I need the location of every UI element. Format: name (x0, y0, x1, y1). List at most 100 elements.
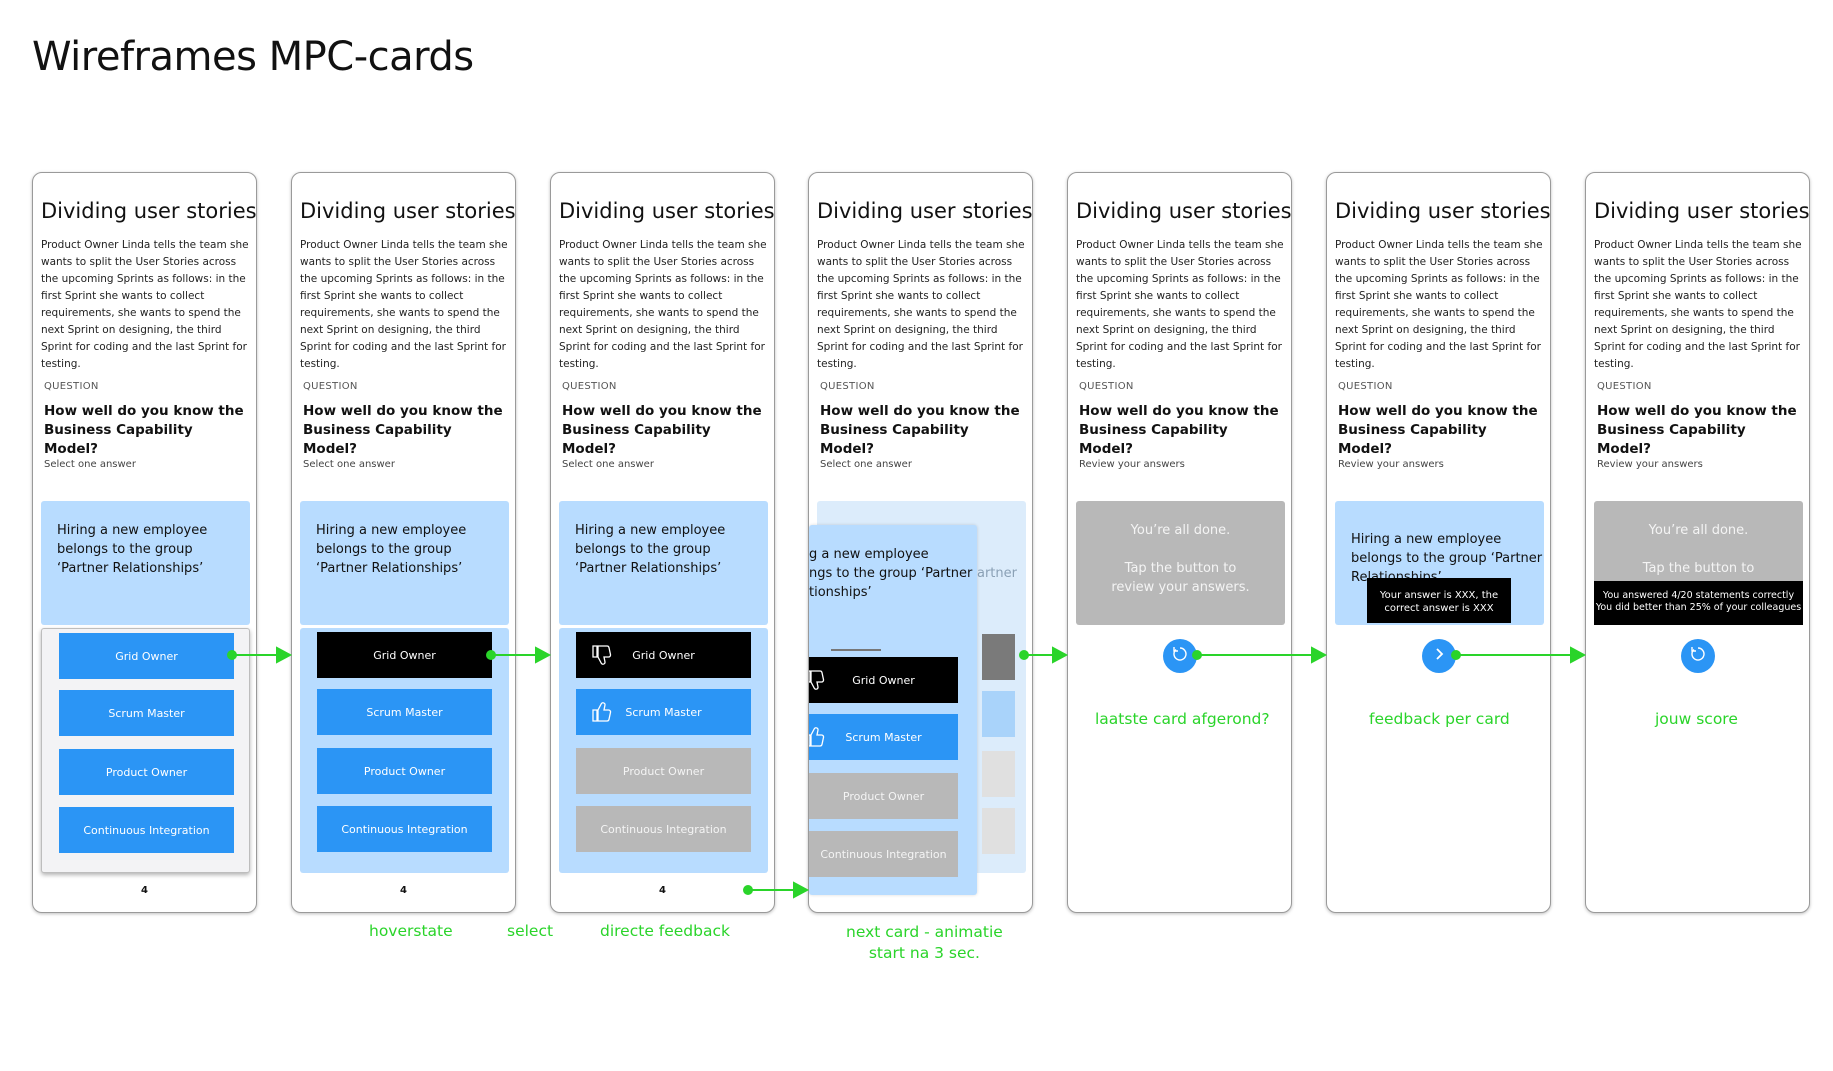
card-all-done: Dividing user stories Product Owner Lind… (1067, 172, 1292, 913)
option-scrum-master-correct[interactable]: Scrum Master (809, 714, 958, 760)
instruction: Review your answers (1079, 459, 1185, 470)
statement-line: Hiring a new employee (1351, 532, 1502, 547)
divider (831, 649, 881, 651)
question-text: How well do you know the Business Capabi… (303, 403, 503, 457)
statement-line: g a new employee (809, 547, 929, 562)
question-text: How well do you know the Business Capabi… (1079, 403, 1279, 457)
option-continuous-integration[interactable]: Continuous Integration (809, 831, 958, 877)
arrow-feedback (1192, 646, 1328, 664)
card-title: Dividing user stories (41, 199, 257, 223)
option-product-owner[interactable]: Product Owner (317, 748, 492, 794)
option-ghost (982, 691, 1015, 737)
statement-box: Hiring a new employee belongs to the gro… (300, 501, 509, 625)
statement-line: ngs to the group ‘Partner (809, 566, 973, 581)
card-story: Product Owner Linda tells the team she w… (1076, 239, 1284, 370)
option-scrum-master-correct[interactable]: Scrum Master (576, 689, 751, 735)
card-next-animation: Dividing user stories Product Owner Lind… (808, 172, 1033, 913)
review-button[interactable] (1163, 639, 1197, 673)
option-continuous-integration[interactable]: Continuous Integration (576, 806, 751, 852)
done-line: Tap the button to (1642, 561, 1755, 576)
page-number: 4 (400, 885, 407, 896)
card-story: Product Owner Linda tells the team she w… (300, 239, 508, 370)
done-line: Tap the button to (1124, 561, 1237, 576)
arrow-last-card (1019, 646, 1069, 664)
question-text: How well do you know the Business Capabi… (1338, 403, 1538, 457)
options-panel: Grid Owner Scrum Master Product Owner Co… (41, 628, 250, 873)
instruction: Review your answers (1338, 459, 1444, 470)
page-number: 4 (141, 885, 148, 896)
thumbs-down-icon (590, 643, 614, 667)
caption-jouw-score: jouw score (1655, 710, 1738, 728)
caption-line: start na 3 sec. (868, 944, 980, 962)
card-title: Dividing user stories (1594, 199, 1810, 223)
page-title: Wireframes MPC-cards (32, 34, 474, 80)
question-label: QUESTION (303, 381, 358, 392)
card-title: Dividing user stories (817, 199, 1033, 223)
next-button[interactable] (1422, 639, 1456, 673)
card-feedback: Dividing user stories Product Owner Lind… (550, 172, 775, 913)
caption-feedback-per-card: feedback per card (1369, 710, 1510, 728)
caption-hoverstate: hoverstate (369, 922, 453, 940)
page-number: 4 (659, 885, 666, 896)
question-label: QUESTION (1079, 381, 1134, 392)
option-scrum-master[interactable]: Scrum Master (317, 689, 492, 735)
option-continuous-integration[interactable]: Continuous Integration (59, 807, 234, 853)
option-ghost (982, 634, 1015, 680)
caption-select: select (507, 922, 554, 940)
caption-directe-feedback: directe feedback (600, 922, 730, 940)
option-grid-owner[interactable]: Grid Owner (59, 633, 234, 679)
score-tooltip: You answered 4/20 statements correctly Y… (1594, 581, 1803, 625)
arrow-score (1451, 646, 1587, 664)
question-label: QUESTION (1338, 381, 1393, 392)
done-line: You’re all done. (1648, 523, 1749, 538)
option-product-owner[interactable]: Product Owner (576, 748, 751, 794)
arrow-hover (227, 646, 293, 664)
option-grid-owner-wrong[interactable]: Grid Owner (576, 632, 751, 678)
instruction: Select one answer (562, 459, 654, 470)
option-label: Scrum Master (845, 730, 922, 744)
statement-text-partial: g a new employee ngs to the group ‘Partn… (809, 545, 972, 602)
statement-text: Hiring a new employee belongs to the gro… (575, 523, 726, 576)
question-label: QUESTION (44, 381, 99, 392)
thumbs-down-icon (809, 668, 827, 692)
arrow-next-card (743, 881, 810, 899)
done-line: review your answers. (1111, 580, 1250, 595)
option-continuous-integration[interactable]: Continuous Integration (317, 806, 492, 852)
refresh-icon (1688, 644, 1708, 668)
option-grid-owner-hovered[interactable]: Grid Owner (317, 632, 492, 678)
card-hover: Dividing user stories Product Owner Lind… (291, 172, 516, 913)
sliding-card: g a new employee ngs to the group ‘Partn… (809, 525, 977, 895)
tooltip-line: correct answer is XXX (1384, 603, 1494, 614)
card-title: Dividing user stories (559, 199, 775, 223)
card-title: Dividing user stories (1076, 199, 1292, 223)
card-default: Dividing user stories Product Owner Lind… (32, 172, 257, 913)
done-line: You’re all done. (1130, 523, 1231, 538)
all-done-box: You’re all done. Tap the button to revie… (1076, 501, 1285, 625)
option-product-owner[interactable]: Product Owner (809, 773, 958, 819)
option-label: Grid Owner (632, 648, 695, 662)
card-story: Product Owner Linda tells the team she w… (1335, 239, 1543, 370)
question-text: How well do you know the Business Capabi… (820, 403, 1020, 457)
statement-text: Hiring a new employee belongs to the gro… (316, 523, 467, 576)
arrow-select (486, 646, 552, 664)
statement-line: belongs to the group ‘Partner (1351, 551, 1543, 566)
card-title: Dividing user stories (1335, 199, 1551, 223)
card-story: Product Owner Linda tells the team she w… (41, 239, 249, 370)
caption-line: next card - animatie (846, 923, 1003, 941)
option-label: Scrum Master (625, 705, 702, 719)
question-label: QUESTION (1597, 381, 1652, 392)
option-scrum-master[interactable]: Scrum Master (59, 690, 234, 736)
thumbs-up-icon (590, 700, 614, 724)
question-label: QUESTION (562, 381, 617, 392)
tooltip-line: You answered 4/20 statements correctly (1602, 590, 1795, 601)
option-ghost (982, 808, 1015, 854)
caption-next-card: next card - animatie start na 3 sec. (846, 922, 1003, 964)
option-grid-owner-wrong[interactable]: Grid Owner (809, 657, 958, 703)
statement-line: tionships’ (809, 585, 872, 600)
instruction: Select one answer (303, 459, 395, 470)
review-button[interactable] (1681, 639, 1715, 673)
card-story: Product Owner Linda tells the team she w… (1594, 239, 1802, 370)
question-text: How well do you know the Business Capabi… (44, 403, 244, 457)
statement-text: Hiring a new employee belongs to the gro… (57, 523, 208, 576)
option-product-owner[interactable]: Product Owner (59, 749, 234, 795)
